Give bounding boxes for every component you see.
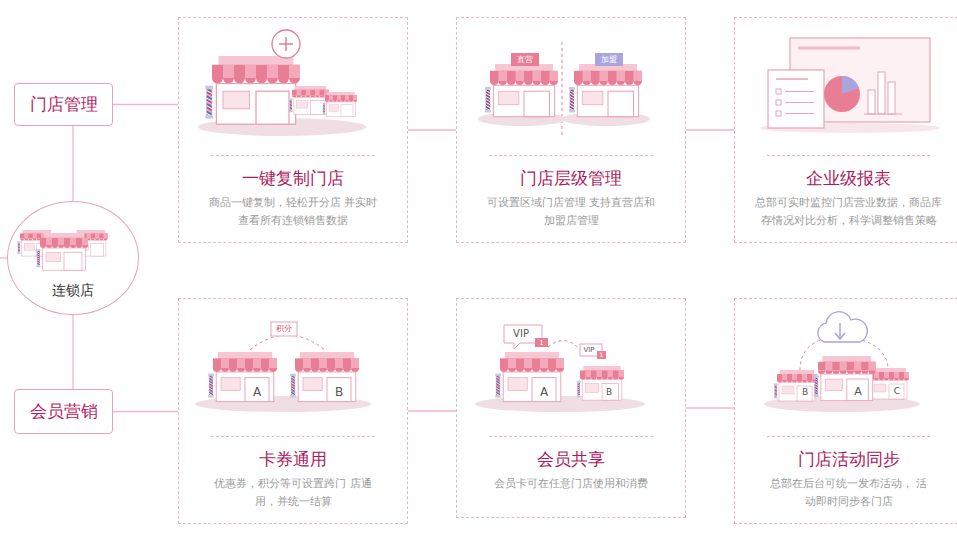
activity-sync-illustration bbox=[764, 312, 920, 412]
dashed-separator bbox=[489, 18, 653, 156]
card-title: 卡券通用 bbox=[179, 447, 407, 471]
category-box: 门店管理 bbox=[14, 83, 113, 126]
illustration-label: B bbox=[335, 386, 343, 398]
feature-card: 会员共享会员卡可在任意门店使用和消费 bbox=[456, 298, 686, 518]
node-label: 门店管理 bbox=[30, 93, 98, 116]
card-title: 会员共享 bbox=[457, 447, 685, 471]
illustration-label: A bbox=[540, 386, 548, 398]
dashed-separator bbox=[211, 299, 375, 437]
card-description: 总部可实时监控门店营业数据，商品库 存情况对比分析，科学调整销售策略 bbox=[753, 194, 945, 230]
connector-line bbox=[686, 129, 734, 130]
illustration-label: B bbox=[606, 388, 612, 397]
connector-line bbox=[72, 126, 73, 201]
dashed-separator bbox=[767, 18, 930, 156]
chain-store-icon bbox=[17, 230, 107, 270]
feature-card: 门店层级管理可设置区域门店管理 支持直营店和加盟店管理 bbox=[456, 17, 686, 243]
hub-circle: 连锁店 bbox=[7, 201, 139, 315]
dashed-separator bbox=[489, 299, 653, 437]
store-level-illustration bbox=[478, 42, 650, 135]
card-title: 一键复制门店 bbox=[179, 166, 407, 190]
connector-line bbox=[408, 410, 456, 411]
member-share-illustration bbox=[475, 325, 645, 412]
illustration-label: B bbox=[802, 388, 808, 397]
card-title: 门店活动同步 bbox=[735, 447, 957, 471]
feature-card: 门店活动同步总部在后台可统一发布活动， 活动即时同步各门店 bbox=[734, 298, 957, 524]
feature-card: 一键复制门店商品一键复制，轻松开分店 并实时查看所有连锁销售数据 bbox=[178, 17, 408, 243]
card-description: 会员卡可在任意门店使用和消费 bbox=[473, 475, 669, 493]
stub-line bbox=[0, 257, 7, 258]
illustration-label: A bbox=[854, 386, 862, 397]
node-label: 连锁店 bbox=[8, 282, 138, 300]
node-label: 会员营销 bbox=[30, 400, 98, 423]
card-description: 总部在后台可统一发布活动， 活动即时同步各门店 bbox=[769, 475, 929, 511]
feature-card: 卡券通用优惠券，积分等可设置跨门 店通用，并统一结算 bbox=[178, 298, 408, 524]
illustration-label: 加盟 bbox=[601, 56, 617, 64]
coupon-illustration bbox=[195, 322, 371, 412]
illustration-label: 积分 bbox=[276, 325, 292, 333]
category-box: 会员营销 bbox=[14, 389, 113, 434]
card-description: 优惠券，积分等可设置跨门 店通用，并统一结算 bbox=[213, 475, 373, 511]
dashed-separator bbox=[211, 18, 375, 156]
connector-line bbox=[72, 315, 73, 389]
card-title: 门店层级管理 bbox=[457, 166, 685, 190]
card-title: 企业级报表 bbox=[735, 166, 957, 190]
feature-card: 企业级报表总部可实时监控门店营业数据，商品库 存情况对比分析，科学调整销售策略 bbox=[734, 17, 957, 243]
connector-line bbox=[408, 129, 456, 130]
connector-line bbox=[113, 104, 178, 105]
report-illustration bbox=[760, 38, 940, 133]
card-description: 可设置区域门店管理 支持直营店和加盟店管理 bbox=[485, 194, 657, 230]
illustration-label: VIP bbox=[513, 329, 529, 339]
illustration-label: 直营 bbox=[517, 56, 533, 64]
illustration-label: A bbox=[253, 386, 261, 398]
illustration-label: C bbox=[894, 387, 900, 396]
illustration-label: VIP bbox=[583, 347, 594, 354]
illustration-label: 1 bbox=[600, 352, 604, 358]
connector-line bbox=[113, 411, 178, 412]
illustration-label: 1 bbox=[539, 339, 543, 346]
dashed-separator bbox=[767, 299, 930, 437]
connector-line bbox=[686, 407, 734, 408]
card-description: 商品一键复制，轻松开分店 并实时查看所有连锁销售数据 bbox=[207, 194, 379, 230]
copy-store-illustration bbox=[198, 30, 366, 136]
